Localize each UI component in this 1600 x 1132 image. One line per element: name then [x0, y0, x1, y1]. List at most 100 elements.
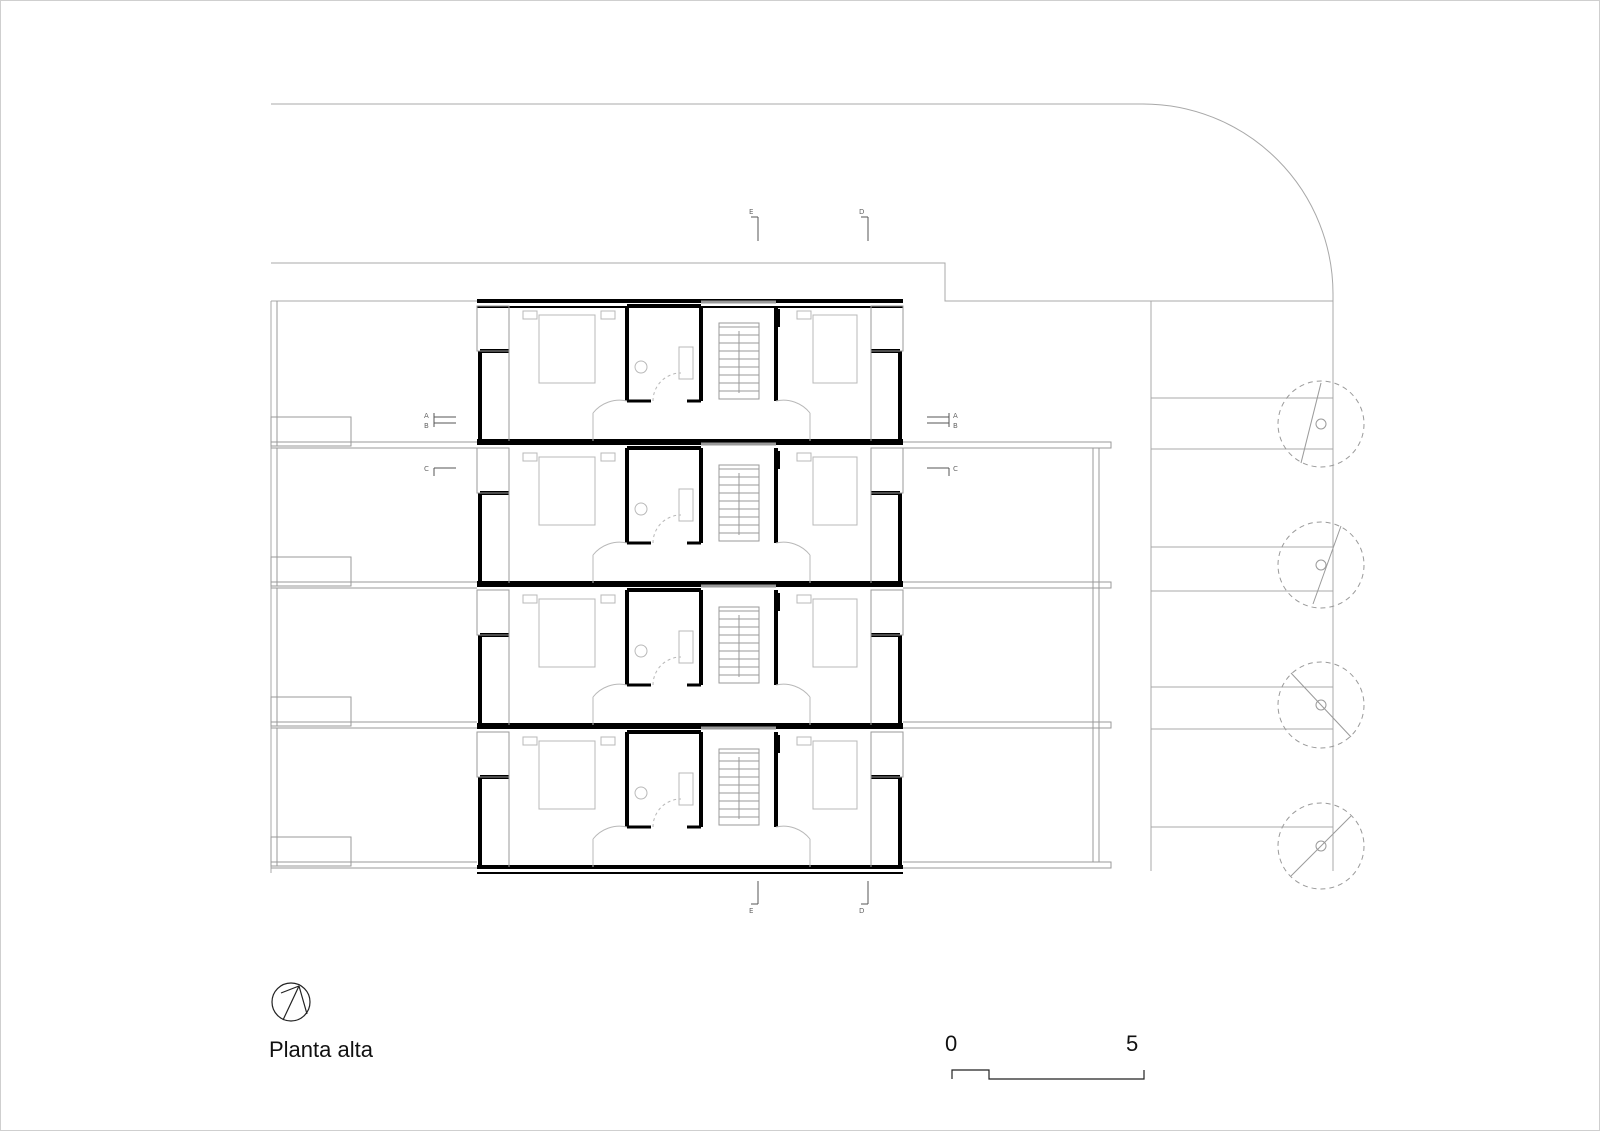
toilet: [678, 630, 694, 664]
door-swing: [592, 825, 628, 840]
stair-outline: [718, 606, 760, 684]
nightstand: [600, 736, 616, 746]
section-label-c: C: [424, 465, 429, 473]
housing-units: [476, 299, 904, 874]
sink: [634, 502, 648, 516]
door-swing: [592, 541, 628, 556]
bed: [538, 314, 596, 384]
stair-outline: [718, 748, 760, 826]
yard-4: [270, 728, 477, 869]
tree-icon: [1277, 661, 1365, 749]
housing-unit: [476, 299, 904, 443]
window-frame: [870, 589, 904, 636]
site-context: [270, 103, 1334, 873]
nightstand: [796, 452, 812, 462]
nightstand: [796, 594, 812, 604]
door-swing: [652, 514, 682, 544]
bed: [538, 456, 596, 526]
north-arrow-icon: [271, 982, 311, 1022]
section-label-d: D: [859, 208, 864, 216]
nightstand: [600, 310, 616, 320]
section-label-d: D: [859, 907, 864, 915]
window-frame: [476, 305, 510, 352]
section-label-b: B: [424, 422, 429, 430]
right-terraces: [903, 441, 1112, 869]
section-mark-e-top: E: [749, 208, 759, 241]
section-mark-d-bottom: D: [859, 881, 869, 915]
facade-wall: [478, 351, 902, 441]
section-label-e: E: [749, 208, 753, 216]
drawing-title: Planta alta: [269, 1037, 373, 1062]
scale-label-start: 0: [945, 1031, 958, 1056]
housing-unit: [476, 441, 904, 585]
scale-label-end: 5: [1126, 1031, 1139, 1056]
column: [774, 593, 780, 611]
column: [774, 451, 780, 469]
street-curb-line: [271, 103, 1334, 871]
window-frame: [476, 589, 510, 636]
section-mark-d-top: D: [859, 208, 869, 241]
nightstand: [796, 736, 812, 746]
door-swing: [652, 656, 682, 686]
sink: [634, 786, 648, 800]
tree-icon: [1277, 521, 1365, 609]
window-frame: [870, 305, 904, 352]
window-frame: [476, 731, 510, 778]
column: [774, 735, 780, 753]
bathroom-wall: [625, 588, 703, 685]
section-label-c: C: [953, 465, 958, 473]
bed: [812, 314, 858, 384]
sink: [634, 644, 648, 658]
terrace-slab: [903, 441, 1112, 449]
door-swing: [652, 798, 682, 828]
section-label-e: E: [749, 907, 753, 915]
window-frame: [870, 731, 904, 778]
stair-outline: [718, 322, 760, 400]
nightstand: [522, 736, 538, 746]
party-wall: [477, 441, 903, 585]
bed: [812, 456, 858, 526]
party-wall: [477, 299, 903, 443]
door-swing: [592, 399, 628, 414]
section-mark-a-b-right: A B: [927, 412, 958, 430]
yard-2: [270, 448, 477, 589]
bathroom-wall: [625, 730, 703, 827]
section-mark-e-bottom: E: [749, 881, 759, 915]
tree-icon: [1277, 802, 1365, 890]
terrace-slab: [903, 861, 1112, 869]
section-mark-c-left: C: [424, 465, 456, 476]
nightstand: [600, 594, 616, 604]
section-label-b: B: [953, 422, 958, 430]
toilet: [678, 488, 694, 522]
window-frame: [476, 447, 510, 494]
left-yards: [270, 301, 477, 869]
party-wall: [477, 725, 903, 869]
nightstand: [796, 310, 812, 320]
tree-icon: [1277, 380, 1365, 468]
yard-1: [270, 301, 477, 449]
bed: [538, 598, 596, 668]
bathroom-wall: [625, 446, 703, 543]
section-markers: A B A B C C E D: [424, 208, 958, 915]
sidewalk-line: [271, 262, 1333, 302]
terrace-slab: [903, 721, 1112, 729]
door-swing: [775, 541, 811, 556]
facade-wall: [478, 635, 902, 725]
yard-3: [270, 588, 477, 729]
section-label-a: A: [424, 412, 429, 420]
sink: [634, 360, 648, 374]
stair-outline: [718, 464, 760, 542]
column: [774, 309, 780, 327]
facade-wall: [478, 777, 902, 867]
door-swing: [652, 372, 682, 402]
section-mark-c-right: C: [927, 465, 958, 476]
scale-bar: [951, 1069, 1145, 1080]
party-wall: [477, 583, 903, 727]
door-swing: [775, 399, 811, 414]
door-swing: [775, 825, 811, 840]
window-frame: [870, 447, 904, 494]
trees: [1277, 380, 1365, 890]
housing-unit: [476, 725, 904, 874]
